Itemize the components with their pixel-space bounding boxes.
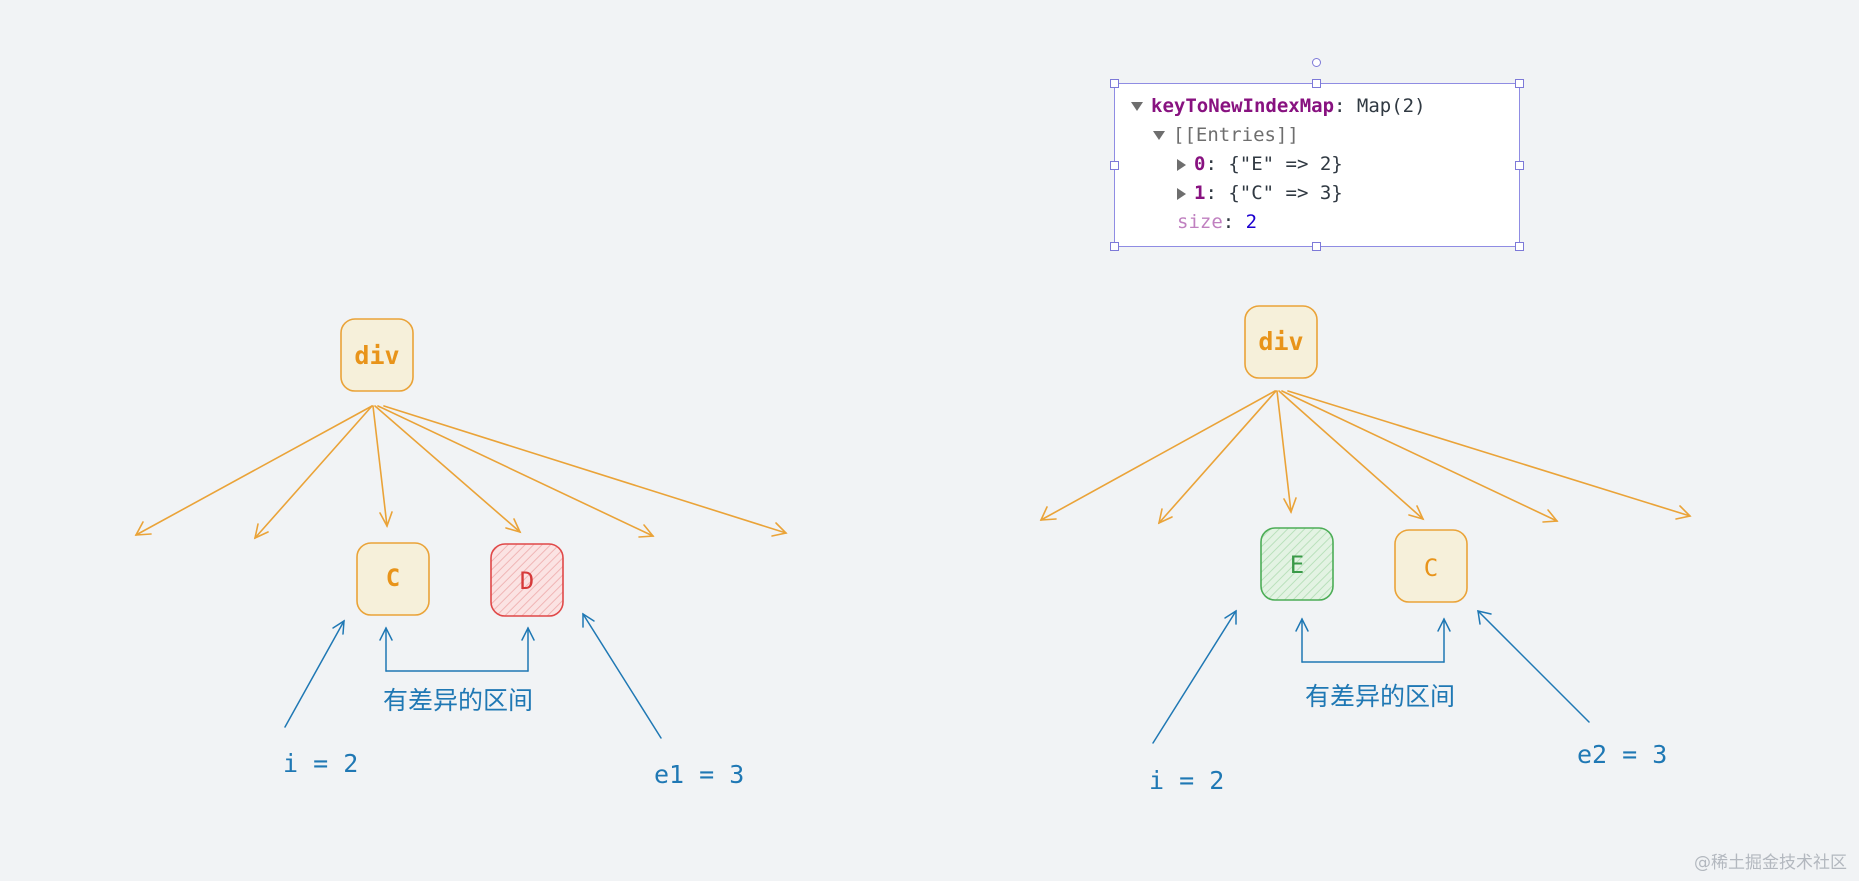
entry-row-0[interactable]: 0: {"E" => 2}: [1177, 152, 1343, 176]
right-node-c-label: C: [1424, 554, 1438, 582]
map-type: : Map(2): [1334, 95, 1426, 117]
map-variable-name: keyToNewIndexMap: [1151, 95, 1335, 117]
left-child-arrows: [134, 405, 788, 540]
left-e1-label: e1 = 3: [654, 760, 744, 789]
left-i-label: i = 2: [283, 749, 358, 778]
resize-handle-w[interactable]: [1110, 161, 1119, 170]
left-node-d: D: [490, 543, 564, 617]
right-e2-label: e2 = 3: [1577, 740, 1667, 769]
size-value: 2: [1245, 211, 1258, 233]
collapse-triangle-icon[interactable]: [1177, 187, 1186, 200]
collapse-triangle-icon[interactable]: [1177, 158, 1186, 171]
entry-value: : {"E" => 2}: [1205, 153, 1343, 175]
left-arrow-6: [383, 405, 788, 537]
right-arrow-4: [1278, 390, 1425, 521]
right-root-node: div: [1244, 305, 1318, 379]
left-arrow-3: [372, 405, 393, 528]
size-key: size: [1177, 211, 1223, 233]
left-arrow-4: [374, 405, 522, 534]
devtools-map-preview: keyToNewIndexMap: Map(2) [[Entries]] 0: …: [1114, 83, 1520, 247]
rotate-handle[interactable]: [1312, 58, 1321, 67]
left-root-node: div: [340, 318, 414, 392]
entry-index: 1: [1194, 182, 1206, 204]
left-range-bracket: [379, 626, 535, 672]
right-root-label: div: [1258, 327, 1303, 356]
right-e2-pointer: [1477, 610, 1590, 723]
left-arrow-1: [134, 405, 373, 536]
right-node-e: E: [1260, 527, 1334, 601]
right-arrow-6: [1287, 390, 1692, 520]
entries-label: [[Entries]]: [1173, 124, 1299, 146]
left-arrow-2: [253, 405, 373, 540]
right-arrow-1: [1039, 390, 1276, 521]
left-i-pointer: [284, 619, 345, 728]
size-row: size: 2: [1177, 210, 1257, 234]
entries-row[interactable]: [[Entries]]: [1153, 123, 1299, 147]
resize-handle-n[interactable]: [1312, 79, 1321, 88]
watermark: @稀土掘金技术社区: [1694, 853, 1847, 873]
right-arrow-5: [1281, 390, 1559, 523]
resize-handle-nw[interactable]: [1110, 79, 1119, 88]
left-e1-pointer: [582, 612, 662, 739]
right-node-e-label: E: [1290, 551, 1304, 579]
entry-index: 0: [1194, 153, 1206, 175]
right-child-arrows: [1039, 390, 1692, 525]
left-node-d-label: D: [520, 567, 534, 595]
size-separator: :: [1222, 211, 1246, 233]
expand-triangle-icon[interactable]: [1131, 102, 1143, 111]
right-arrow-2: [1157, 390, 1277, 525]
entry-value: : {"C" => 3}: [1205, 182, 1343, 204]
resize-handle-sw[interactable]: [1110, 242, 1119, 251]
resize-handle-e[interactable]: [1515, 161, 1524, 170]
resize-handle-s[interactable]: [1312, 242, 1321, 251]
map-header-row[interactable]: keyToNewIndexMap: Map(2): [1131, 94, 1426, 118]
left-arrow-5: [377, 405, 655, 538]
expand-triangle-icon[interactable]: [1153, 131, 1165, 140]
entry-row-1[interactable]: 1: {"C" => 3}: [1177, 181, 1343, 205]
left-diagram: div C D 有差异的区间 i = 2: [134, 318, 788, 789]
left-root-label: div: [354, 341, 399, 370]
right-range-label: 有差异的区间: [1305, 682, 1455, 711]
left-node-c: C: [356, 542, 430, 616]
right-range-bracket: [1295, 617, 1451, 663]
left-range-label: 有差异的区间: [383, 686, 533, 715]
resize-handle-se[interactable]: [1515, 242, 1524, 251]
right-arrow-3: [1276, 390, 1297, 514]
right-i-pointer: [1152, 609, 1237, 744]
left-node-c-label: C: [386, 564, 400, 592]
right-diagram: div E C 有差异的区间 i = 2 e2 = 3: [1039, 305, 1692, 795]
right-i-label: i = 2: [1149, 766, 1224, 795]
resize-handle-ne[interactable]: [1515, 79, 1524, 88]
right-node-c: C: [1394, 529, 1468, 603]
